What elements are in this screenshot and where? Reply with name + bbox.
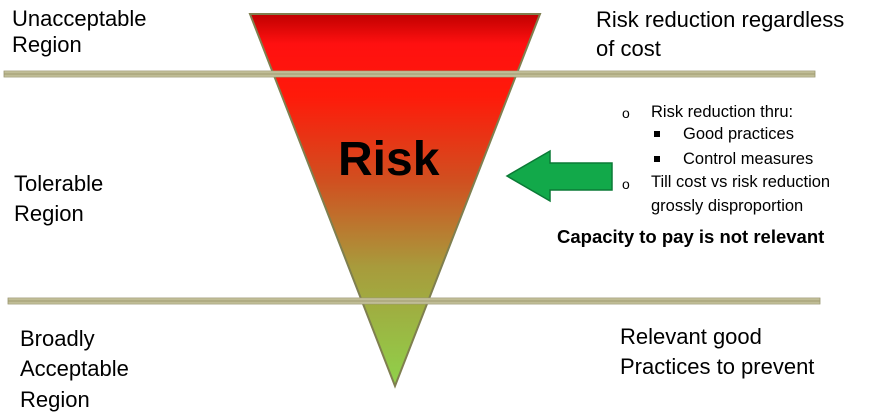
unacceptable-region-label: Unacceptable Region <box>12 6 147 59</box>
tolerable-line-1: Tolerable <box>14 171 104 196</box>
unacceptable-note: Risk reduction regardless of cost <box>596 6 844 63</box>
bullet-till-cost-line-1: Till cost vs risk reduction <box>651 173 831 191</box>
circle-bullet-icon: o <box>622 176 630 192</box>
tolerable-line-2: Region <box>14 201 84 227</box>
sub-bullet-good-practices: Good practices <box>683 125 794 143</box>
broadly-line-2: Acceptable <box>20 356 129 382</box>
left-arrow-icon <box>505 149 613 203</box>
lower-divider-line <box>7 297 821 305</box>
unacceptable-line-2: Region <box>12 32 82 58</box>
broadly-acceptable-region-label: Broadly Acceptable Region <box>20 324 129 415</box>
square-bullet-icon <box>654 156 660 162</box>
unacceptable-line-1: Unacceptable <box>12 6 147 31</box>
broadly-note-line-2: Practices to prevent <box>620 353 815 379</box>
bullet-risk-reduction: Risk reduction thru: <box>651 103 794 121</box>
circle-bullet-icon: o <box>622 105 630 121</box>
broadly-acceptable-note: Relevant good Practices to prevent <box>620 322 814 381</box>
square-bullet-icon <box>654 131 660 137</box>
unacceptable-note-line-2: of cost <box>596 35 661 61</box>
capacity-to-pay-note: Capacity to pay is not relevant <box>557 226 825 247</box>
broadly-line-1: Broadly <box>20 326 95 351</box>
risk-title: Risk <box>338 133 440 186</box>
broadly-note-line-1: Relevant good <box>620 324 762 349</box>
sub-bullet-control-measures: Control measures <box>683 150 814 168</box>
risk-triangle <box>248 13 542 389</box>
tolerable-region-label: Tolerable Region <box>14 171 103 228</box>
upper-divider-line <box>3 70 816 78</box>
bullet-till-cost-line-2: grossly disproportion <box>651 197 804 215</box>
broadly-line-3: Region <box>20 386 90 412</box>
unacceptable-note-line-1: Risk reduction regardless <box>596 7 845 32</box>
